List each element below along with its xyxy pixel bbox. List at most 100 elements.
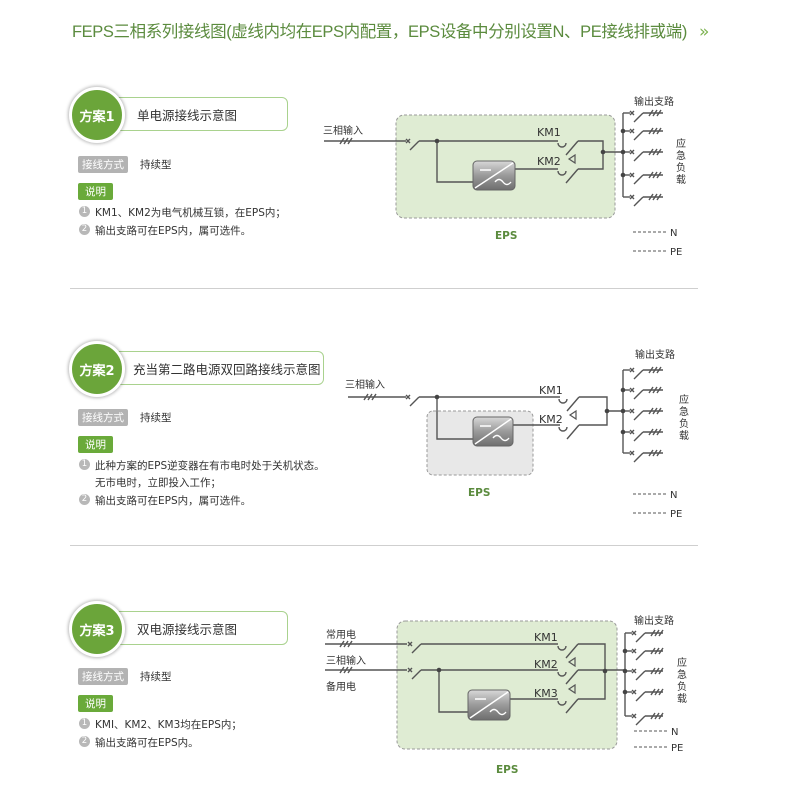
phase-ticks xyxy=(339,666,353,674)
scheme-title-text: 单电源接线示意图 xyxy=(137,107,238,123)
load-label-char: 应 xyxy=(677,656,687,669)
km1-label: KM1 xyxy=(537,126,561,139)
wire xyxy=(419,140,558,183)
load-label-char: 载 xyxy=(676,174,686,186)
km1-label: KM1 xyxy=(534,631,558,644)
scheme-badge: 方案1 xyxy=(69,87,125,143)
km3-label: KM3 xyxy=(534,687,558,700)
load-label-char: 急 xyxy=(679,405,689,418)
breaker-switch xyxy=(629,172,644,185)
divider xyxy=(70,545,698,546)
input-label: 三相输入 xyxy=(323,124,363,137)
contactor-blade xyxy=(565,669,579,685)
inverter-icon xyxy=(467,689,511,721)
eps-boundary xyxy=(396,620,618,750)
phase-ticks xyxy=(339,640,353,648)
junction-dot xyxy=(434,394,440,400)
note-number: 2 xyxy=(79,224,90,235)
phase-ticks xyxy=(648,428,662,436)
input-label: 三相输入 xyxy=(345,378,385,391)
note-tag: 说明 xyxy=(78,436,113,453)
contactor-coil xyxy=(557,142,567,148)
phase-ticks xyxy=(650,629,664,637)
phase-ticks xyxy=(363,393,377,401)
junction-dot xyxy=(600,149,606,155)
km2-label: KM2 xyxy=(534,658,558,671)
note-text-continued: 无市电时，立即投入工作； xyxy=(95,477,221,489)
km1-label: KM1 xyxy=(539,384,563,397)
junction-dot xyxy=(620,387,626,393)
breaker-switch xyxy=(629,110,644,123)
load-label-char: 负 xyxy=(677,680,687,693)
legend-label: PE xyxy=(670,509,682,520)
phase-ticks xyxy=(648,193,662,201)
junction-dot xyxy=(620,408,626,414)
wiring-mode-value: 持续型 xyxy=(140,671,172,683)
interlock-icon xyxy=(567,153,576,165)
wire xyxy=(578,140,623,170)
legend-label: PE xyxy=(671,743,683,754)
breaker-switch xyxy=(631,630,646,643)
junction-dot xyxy=(622,668,628,674)
wiring-mode-value: 持续型 xyxy=(140,412,172,424)
contactor-blade xyxy=(565,643,579,659)
load-label-char: 急 xyxy=(676,149,686,162)
normal-power-label: 常用电 xyxy=(326,628,356,641)
note-number: 2 xyxy=(79,494,90,505)
note-tag: 说明 xyxy=(78,183,113,200)
note-text: KM1、KM2为电气机械互锁，在EPS内； xyxy=(95,207,286,219)
double-chevron-right-icon[interactable]: » xyxy=(698,22,710,42)
note-item: 1 KM1、KM2为电气机械互锁，在EPS内； xyxy=(79,205,286,220)
contactor-blade xyxy=(566,424,580,440)
junction-dot xyxy=(622,648,628,654)
breaker-switch xyxy=(629,387,644,400)
phase-ticks xyxy=(650,647,664,655)
contactor-coil xyxy=(558,426,568,432)
note-text: KMI、KM2、KM3均在EPS内； xyxy=(95,719,242,731)
km2-label: KM2 xyxy=(537,155,561,168)
junction-dot xyxy=(620,149,626,155)
contactor-coil xyxy=(557,671,567,677)
note-text: 此种方案的EPS逆变器在有市电时处于关机状态。 xyxy=(95,460,325,472)
interlock-icon xyxy=(568,409,577,421)
breaker-switch xyxy=(405,138,420,151)
eps-label: EPS xyxy=(468,487,490,499)
load-label-char: 负 xyxy=(679,417,689,430)
scheme-title-text: 双电源接线示意图 xyxy=(137,621,238,637)
inverter-icon xyxy=(472,416,514,447)
phase-ticks xyxy=(648,171,662,179)
note-text: 输出支路可在EPS内，属可选件。 xyxy=(95,225,252,237)
contactor-coil xyxy=(557,700,567,706)
note-text: 输出支路可在EPS内。 xyxy=(95,737,199,749)
breaker-switch xyxy=(631,668,646,681)
phase-ticks xyxy=(648,127,662,135)
breaker-switch xyxy=(629,128,644,141)
load-label-char: 应 xyxy=(679,393,689,406)
breaker-switch xyxy=(629,149,644,162)
wiring-mode-tag: 接线方式 xyxy=(78,668,128,685)
page-header: FEPS三相系列接线图(虚线内均在EPS内配置，EPS设备中分别设置N、PE接线… xyxy=(72,18,709,42)
contactor-coil xyxy=(557,170,567,176)
interlock-icon xyxy=(567,656,576,668)
scheme-badge: 方案3 xyxy=(69,601,125,657)
phase-ticks xyxy=(648,109,662,117)
wiring-mode-tag: 接线方式 xyxy=(78,409,128,426)
load-label-char: 载 xyxy=(679,430,689,442)
breaker-switch xyxy=(405,394,420,407)
note-number: 1 xyxy=(79,206,90,217)
load-label-char: 急 xyxy=(677,668,687,681)
junction-dot xyxy=(620,172,626,178)
scheme-title: 双电源接线示意图 xyxy=(110,611,288,645)
phase-ticks xyxy=(648,366,662,374)
breaker-switch xyxy=(629,408,644,421)
junction-dot xyxy=(622,689,628,695)
wire xyxy=(579,396,623,426)
breaker-switch xyxy=(407,667,422,680)
breaker-switch xyxy=(629,367,644,380)
note-tag: 说明 xyxy=(78,695,113,712)
junction-dot xyxy=(604,408,610,414)
divider xyxy=(70,288,698,289)
